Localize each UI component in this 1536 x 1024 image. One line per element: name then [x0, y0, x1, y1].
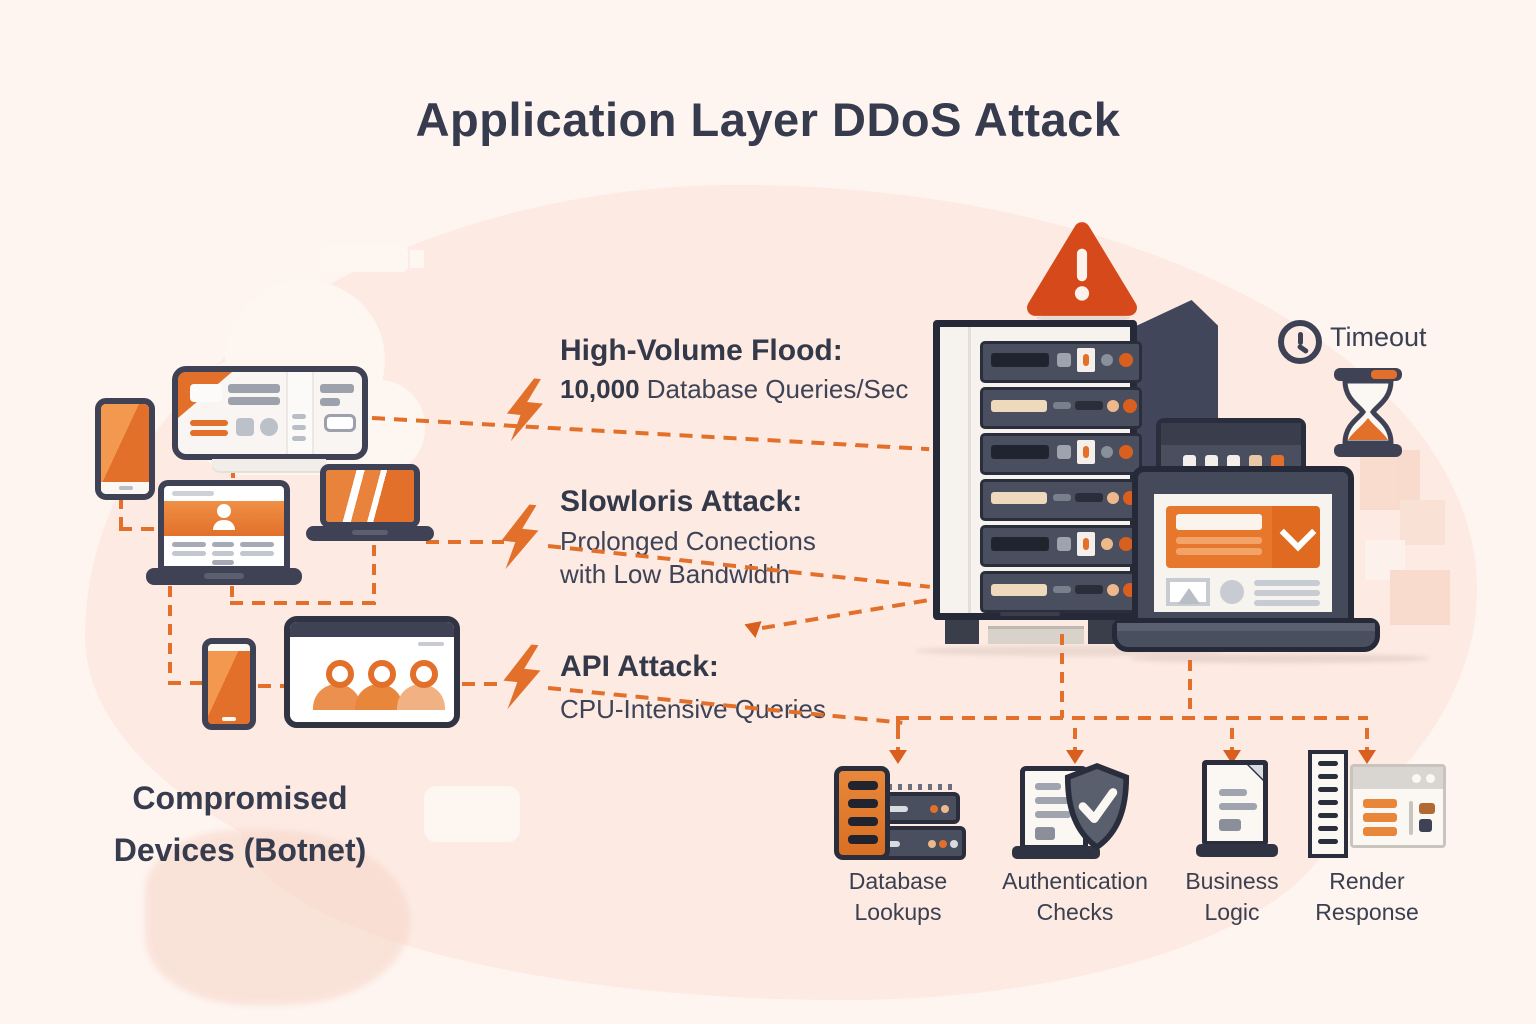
abstract-pipe-shape [320, 246, 408, 272]
pipeline-label-authentication-checks: Authentication Checks [975, 866, 1175, 928]
flow-arrow-stem [1230, 728, 1234, 750]
avatar [217, 504, 231, 518]
document-icon [1196, 756, 1282, 862]
browser-window-icon [172, 366, 368, 460]
laptop-browser-icon [158, 480, 290, 572]
victim-laptop-base [1112, 618, 1380, 652]
attack-title: High-Volume Flood: [560, 334, 843, 367]
clock-icon [1278, 320, 1322, 364]
browser-stand [212, 459, 326, 471]
laptop-base [306, 526, 434, 541]
dashed-connector [462, 682, 506, 686]
dashed-connector [372, 545, 376, 605]
pipeline-label-render-response: Render Response [1267, 866, 1467, 928]
botnet-label-line2: Devices (Botnet) [113, 832, 367, 868]
flow-line [1188, 660, 1192, 718]
map-shape [145, 830, 410, 1005]
pipeline-label-line1: Database [848, 868, 948, 894]
chevron-down-icon [1279, 514, 1317, 552]
team-browser-icon [284, 616, 460, 728]
lightning-bolt-icon [501, 504, 539, 570]
shield-check-icon [1012, 758, 1142, 862]
avatar [1220, 580, 1244, 604]
shield-icon [1064, 762, 1130, 851]
dashed-connector [119, 527, 161, 531]
white-card-shape [424, 786, 520, 842]
server-unit [980, 479, 1142, 521]
dashed-connector [168, 586, 172, 684]
browser-divider [286, 372, 314, 454]
pipeline-label-line1: Render [1329, 868, 1405, 894]
pipeline-label-line2: Lookups [854, 899, 942, 925]
dropdown-block [1272, 506, 1320, 568]
dashed-connector [258, 684, 286, 688]
avatar-body [213, 520, 235, 530]
attack-title: Slowloris Attack: [560, 485, 803, 518]
dashed-connector [230, 586, 234, 603]
rack-rail [968, 327, 971, 613]
shadow [1036, 314, 1130, 322]
attack-desc-line2: with Low Bandwidth [560, 559, 790, 589]
pipeline-label-business-logic: Business Logic [1132, 866, 1332, 928]
server-unit [980, 341, 1142, 383]
server-rack-icon [933, 320, 1142, 620]
server-unit [980, 571, 1142, 613]
page-title: Application Layer DDoS Attack [415, 93, 1121, 146]
dashed-connector [168, 681, 204, 685]
abstract-pipe-notch [410, 250, 424, 268]
flow-line [1060, 634, 1064, 718]
flow-arrow-stem [896, 728, 900, 750]
pipeline-label-line2: Checks [1036, 899, 1114, 925]
attack-desc: Prolonged Conections with Low Bandwidth [560, 525, 816, 591]
laptop-screen [1154, 494, 1332, 612]
pipeline-label-line2: Logic [1204, 899, 1260, 925]
dashed-connector [230, 601, 376, 605]
flow-arrowhead [1358, 750, 1376, 764]
laptop-base [146, 568, 302, 585]
attack-title: API Attack: [560, 650, 719, 683]
tablet-icon [202, 638, 256, 730]
flow-arrow-stem [1365, 728, 1369, 750]
botnet-label: Compromised Devices (Botnet) [40, 772, 440, 876]
flow-arrow-stem [1073, 728, 1077, 750]
flow-arrowhead [889, 750, 907, 764]
pipeline-label-line1: Authentication [1002, 868, 1148, 894]
attack-desc-bold: 10,000 [560, 374, 640, 404]
flow-distributor-line [896, 716, 1368, 720]
rack-foot [945, 616, 979, 644]
smartphone-icon [95, 398, 155, 500]
render-browser-icon [1308, 750, 1448, 862]
hourglass-icon [1334, 368, 1402, 457]
laptop-icon [320, 464, 420, 528]
rack-base-tray [988, 626, 1084, 644]
attack-desc-rest: Database Queries/Sec [639, 374, 909, 404]
timeout-label: Timeout [1330, 322, 1427, 352]
botnet-label-line1: Compromised [132, 780, 348, 816]
pipeline-label-line1: Business [1185, 868, 1279, 894]
warning-triangle-icon [1027, 222, 1137, 316]
hero-banner [1166, 506, 1272, 568]
database-icon [830, 762, 970, 862]
shadow [1130, 654, 1430, 663]
rack-footer-slot [1000, 612, 1060, 616]
flow-arrowhead [1066, 750, 1084, 764]
pixel-tiles-right [1360, 450, 1480, 640]
victim-laptop-icon [1132, 466, 1354, 626]
pipeline-label-database-lookups: Database Lookups [798, 866, 998, 928]
server-unit [980, 433, 1142, 475]
pipeline-label-line2: Response [1315, 899, 1419, 925]
server-unit [980, 387, 1142, 429]
dashed-connector [426, 540, 504, 544]
lightning-bolt-icon [503, 644, 541, 710]
server-unit [980, 525, 1142, 567]
lightning-bolt-icon [506, 378, 543, 442]
image-placeholder [1166, 578, 1210, 606]
shadow [915, 646, 1225, 656]
attack-desc: 10,000 Database Queries/Sec [560, 374, 908, 405]
